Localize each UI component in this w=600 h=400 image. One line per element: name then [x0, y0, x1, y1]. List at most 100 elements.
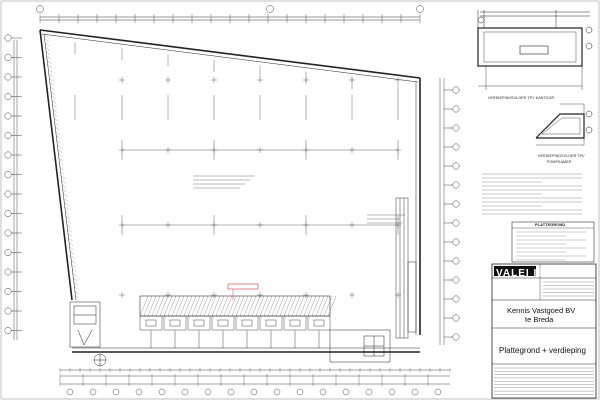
canopy-hatch	[327, 295, 337, 317]
left-grid-axis-bubbles	[4, 34, 22, 334]
canopy-hatch	[155, 295, 165, 317]
bottom-left-stair-core	[69, 301, 107, 367]
grid-bubble	[452, 105, 460, 113]
hatch-line	[67, 228, 72, 233]
hatch-line	[69, 246, 74, 250]
grid-bubble	[319, 388, 327, 396]
detail-kantoor-caption: VERDIEPINGSVLOER TPV KANTOOR	[488, 96, 555, 100]
canopy-hatch	[207, 295, 217, 317]
dock-bay	[187, 315, 211, 331]
canopy-hatch	[159, 295, 169, 317]
grid-bubble	[452, 295, 460, 303]
grid-bubble	[452, 333, 460, 341]
hatch-line	[66, 224, 72, 228]
grid-bubble	[4, 151, 12, 159]
bottom-right-technical-room	[329, 329, 391, 363]
hatch-line	[52, 109, 58, 113]
grid-bubble	[342, 388, 350, 396]
company-logo: VALEI IS	[496, 268, 545, 279]
canopy-hatch	[191, 295, 201, 317]
hatch-line	[68, 237, 73, 242]
grid-bubble	[4, 288, 12, 295]
dock-bay	[163, 315, 187, 331]
interior-annotation	[193, 175, 255, 189]
hatch-line	[60, 175, 66, 179]
canopy-hatch	[299, 295, 309, 317]
hatch-line	[71, 259, 76, 264]
grid-bubble	[4, 132, 12, 139]
canopy-hatch	[211, 295, 221, 317]
canopy-hatch	[255, 295, 265, 317]
grid-bubble	[112, 388, 120, 396]
hatch-line	[73, 282, 78, 286]
hatch-line	[75, 295, 80, 299]
hatch-line	[70, 255, 75, 259]
loading-dock-canopy	[139, 295, 337, 317]
detail-pompkamer-floor	[535, 103, 593, 146]
grid-bubble	[89, 388, 97, 396]
canopy-hatch	[259, 295, 269, 317]
hatch-line	[59, 166, 65, 171]
hatch-line	[54, 118, 59, 122]
grid-bubble	[158, 388, 166, 396]
hatch-line	[56, 135, 61, 140]
hatch-line	[62, 184, 67, 188]
hatch-line	[71, 264, 76, 268]
hatch-line	[44, 42, 50, 46]
canopy-hatch	[319, 295, 329, 317]
canopy-hatch	[227, 295, 237, 317]
hatch-line	[50, 91, 56, 95]
canopy-hatch	[295, 295, 305, 317]
canopy-hatch	[203, 295, 213, 317]
grid-bubble	[4, 34, 12, 42]
grid-bubble	[452, 86, 460, 94]
hatch-line	[53, 113, 58, 117]
grid-bubble	[4, 229, 12, 237]
grid-bubble	[452, 162, 460, 170]
general-notes-block	[482, 173, 582, 215]
grid-bubble	[181, 388, 189, 396]
canopy-hatch	[187, 295, 197, 317]
detail-pompkamer-caption-2: POMPKAMER	[547, 160, 572, 164]
hatch-line	[73, 277, 78, 281]
hatch-line	[48, 73, 53, 78]
dock-leveller	[241, 319, 253, 327]
grid-bubble	[416, 5, 424, 13]
dock-bay	[307, 315, 331, 331]
grid-bubble	[4, 249, 12, 256]
grid-bubble	[452, 181, 460, 189]
grid-bubble	[4, 73, 12, 81]
top-dimension-ticks	[39, 14, 421, 23]
client-name: Kennis Vastgoed BV	[507, 306, 576, 315]
canopy-hatch	[171, 295, 181, 317]
grid-bubble	[204, 388, 212, 396]
canopy-hatch	[291, 295, 301, 317]
right-grid-axis-bubbles	[444, 86, 460, 341]
grid-bubble	[250, 388, 258, 396]
canopy-hatch	[271, 295, 281, 317]
dock-leveller	[145, 319, 157, 327]
canopy-hatch	[279, 295, 289, 317]
hatch-line	[51, 95, 56, 100]
dock-leveller	[193, 319, 205, 327]
dock-bay	[259, 315, 283, 331]
hatch-line	[67, 233, 73, 237]
hatch-line	[62, 189, 67, 193]
canopy-hatch	[287, 295, 297, 317]
hatch-line	[44, 38, 49, 42]
bottom-grid-axis-bubbles	[66, 388, 442, 396]
grid-bubble	[4, 190, 12, 198]
canopy-hatch	[307, 295, 317, 317]
grid-bubble	[296, 388, 304, 396]
hatch-line	[51, 100, 57, 104]
canopy-hatch	[251, 295, 261, 317]
dock-bay	[139, 315, 163, 331]
grid-bubble	[411, 388, 419, 396]
canopy-hatch	[175, 295, 185, 317]
left-wall	[39, 29, 73, 301]
highlight-marker	[227, 283, 259, 290]
grid-bubble	[66, 388, 74, 396]
dock-bay	[235, 315, 259, 331]
